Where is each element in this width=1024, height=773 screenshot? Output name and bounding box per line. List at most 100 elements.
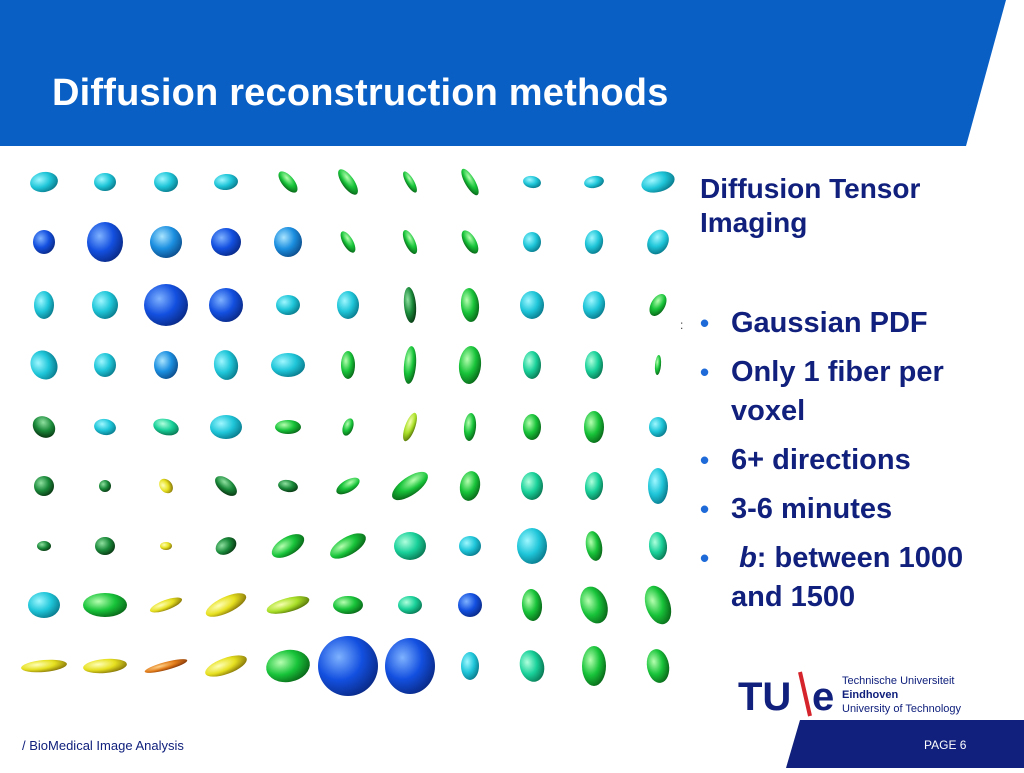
footer-band — [0, 720, 1024, 768]
bullet-icon: • — [700, 445, 710, 475]
tensor-ellipsoid — [648, 532, 668, 560]
tensor-ellipsoid — [403, 287, 417, 323]
tensor-ellipsoid — [215, 537, 237, 555]
tensor-ellipsoid — [338, 169, 358, 195]
bullet-text: : between 1000 and 1500 — [731, 542, 964, 613]
bullet-icon: • — [700, 308, 710, 338]
header-band — [0, 0, 1024, 146]
tensor-ellipsoid — [34, 291, 54, 319]
tensor-ellipsoid — [160, 542, 172, 550]
tensor-ellipsoid — [205, 593, 247, 617]
tensor-ellipsoid — [33, 230, 55, 254]
section-heading-line2: Imaging — [700, 207, 808, 238]
tensor-ellipsoid — [520, 291, 544, 319]
tensor-ellipsoid — [95, 537, 115, 555]
section-heading-line1: Diffusion Tensor — [700, 173, 921, 204]
tensor-ellipsoid — [523, 232, 541, 252]
tensor-ellipsoid — [154, 172, 178, 192]
tensor-ellipsoid — [278, 479, 298, 493]
tensor-ellipsoid — [211, 228, 241, 256]
tensor-ellipsoid — [461, 230, 479, 254]
tensor-ellipsoid — [398, 596, 422, 614]
tensor-ellipsoid — [94, 353, 116, 377]
logo-tu: TU — [738, 675, 791, 719]
tensor-ellipsoid — [523, 351, 541, 379]
tensor-ellipsoid — [647, 229, 669, 255]
tensor-ellipsoid — [150, 226, 182, 258]
tick-mark: : — [680, 318, 684, 332]
tensor-ellipsoid — [458, 593, 482, 617]
bullet-text: 6+ directions — [731, 444, 911, 476]
tensor-ellipsoid — [205, 655, 247, 677]
tensor-ellipsoid — [403, 171, 417, 193]
tensor-ellipsoid — [459, 471, 481, 501]
bullet-text-wrap: b: between 1000 and 1500 — [731, 542, 963, 613]
bullet-icon: • — [700, 357, 710, 387]
tensor-ellipsoid — [83, 593, 127, 617]
tensor-ellipsoid — [519, 650, 545, 682]
tensor-ellipsoid — [649, 417, 667, 437]
tensor-ellipsoid — [582, 646, 606, 686]
tensor-ellipsoid — [584, 175, 604, 189]
tensor-ellipsoid — [584, 472, 604, 500]
logo-wordmark: Technische Universiteit Eindhoven Univer… — [842, 674, 961, 716]
logo-line1: Technische Universiteit — [842, 675, 955, 687]
tensor-ellipsoid — [521, 472, 543, 500]
tensor-ellipsoid — [144, 659, 188, 673]
tensor-ellipsoid — [30, 171, 58, 193]
tensor-ellipsoid — [585, 531, 603, 561]
tensor-ellipsoid — [459, 536, 481, 556]
tensor-glyph-image — [0, 150, 690, 710]
tensor-ellipsoid — [336, 477, 360, 495]
bullet-icon: • — [700, 543, 710, 573]
content-panel: Diffusion Tensor Imaging • Gaussian PDF … — [700, 172, 1010, 627]
tensor-ellipsoid — [209, 288, 243, 322]
tensor-ellipsoid — [337, 291, 359, 319]
tensor-ellipsoid — [159, 478, 173, 494]
logo-slash-icon — [798, 671, 812, 717]
tensor-ellipsoid — [215, 476, 237, 496]
bullet-icon: • — [700, 494, 710, 524]
tensor-ellipsoid — [271, 534, 305, 558]
tensor-ellipsoid — [403, 412, 417, 442]
tensor-ellipsoid — [392, 471, 428, 501]
tensor-ellipsoid — [318, 636, 378, 696]
tensor-ellipsoid — [271, 353, 305, 377]
bullet-item: • b: between 1000 and 1500 — [700, 539, 1010, 617]
tensor-ellipsoid — [276, 295, 300, 315]
bullet-text: Gaussian PDF — [731, 307, 928, 339]
footer-shape — [786, 720, 1024, 768]
tensor-ellipsoid — [99, 480, 111, 492]
tensor-ellipsoid — [37, 541, 51, 551]
tue-logo-mark-icon: TU e — [738, 671, 834, 719]
tensor-ellipsoid — [649, 294, 667, 316]
logo-line2: Eindhoven — [842, 689, 899, 701]
tensor-ellipsoid — [385, 638, 435, 694]
bullet-item: • Only 1 fiber per voxel — [700, 353, 1010, 431]
tensor-ellipsoid — [94, 418, 116, 436]
tensor-ellipsoid — [523, 414, 541, 440]
tensor-ellipsoid — [460, 288, 480, 322]
tue-logo[interactable]: TU e — [738, 668, 1008, 720]
tensor-ellipsoid — [402, 230, 418, 254]
tensor-ellipsoid — [266, 596, 310, 614]
tensor-ellipsoid — [213, 350, 239, 380]
tensor-ellipsoid — [149, 597, 183, 613]
page-title: Diffusion reconstruction methods — [52, 72, 669, 114]
tensor-ellipsoid — [644, 585, 672, 625]
tensor-ellipsoid — [341, 351, 355, 379]
bullet-text: 3-6 minutes — [731, 493, 893, 525]
tensor-ellipsoid — [32, 416, 56, 438]
tensor-ellipsoid — [523, 175, 541, 189]
b-value-symbol: b — [739, 542, 757, 574]
tensor-ellipsoid — [30, 350, 58, 380]
tensor-ellipsoid — [582, 291, 606, 319]
bullet-list: • Gaussian PDF • Only 1 fiber per voxel … — [700, 304, 1010, 617]
tensor-ellipsoid — [34, 476, 54, 496]
tensor-ellipsoid — [28, 592, 60, 618]
tensor-ellipsoid — [83, 658, 127, 674]
tensor-ellipsoid — [210, 415, 242, 439]
tensor-ellipsoid — [153, 418, 179, 436]
logo-line3: University of Technology — [842, 703, 962, 715]
tensor-ellipsoid — [646, 649, 670, 683]
